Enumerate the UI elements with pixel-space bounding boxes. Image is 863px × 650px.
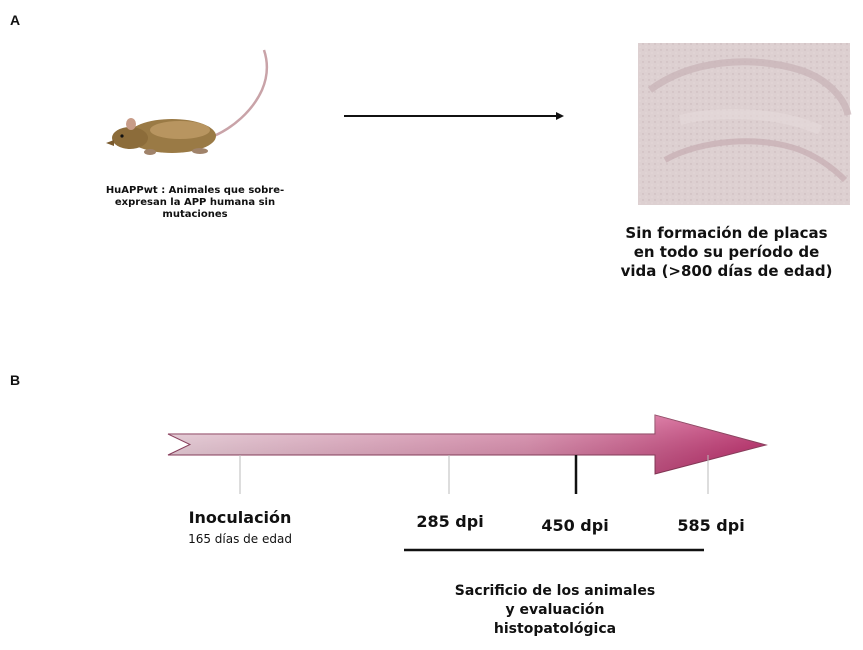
mouse-caption-line1: HuAPPwt : Animales que sobre- (60, 185, 330, 197)
tick-label-285: 285 dpi (400, 512, 500, 531)
tick-label-450: 450 dpi (520, 516, 630, 535)
result-line2: en todo su período de (590, 243, 863, 262)
tissue-image (638, 43, 850, 205)
result-caption: Sin formación de placas en todo su perío… (590, 224, 863, 281)
timeline-arrow (168, 415, 766, 474)
arrow-a (344, 112, 564, 120)
sacrifice-line3: histopatológica (420, 620, 690, 639)
sacrifice-line1: Sacrificio de los animales (420, 582, 690, 601)
mouse-caption-line2: expresan la APP humana sin (60, 197, 330, 209)
inoculation-age: 165 días de edad (150, 532, 330, 546)
mouse-caption: HuAPPwt : Animales que sobre- expresan l… (60, 185, 330, 221)
result-line1: Sin formación de placas (590, 224, 863, 243)
sacrifice-caption: Sacrificio de los animales y evaluación … (420, 582, 690, 639)
inoculation-label: Inoculación (160, 508, 320, 527)
sacrifice-line2: y evaluación (420, 601, 690, 620)
tick-label-585: 585 dpi (656, 516, 766, 535)
mouse-caption-line3: mutaciones (60, 209, 330, 221)
result-line3: vida (>800 días de edad) (590, 262, 863, 281)
mouse-icon (106, 50, 267, 155)
